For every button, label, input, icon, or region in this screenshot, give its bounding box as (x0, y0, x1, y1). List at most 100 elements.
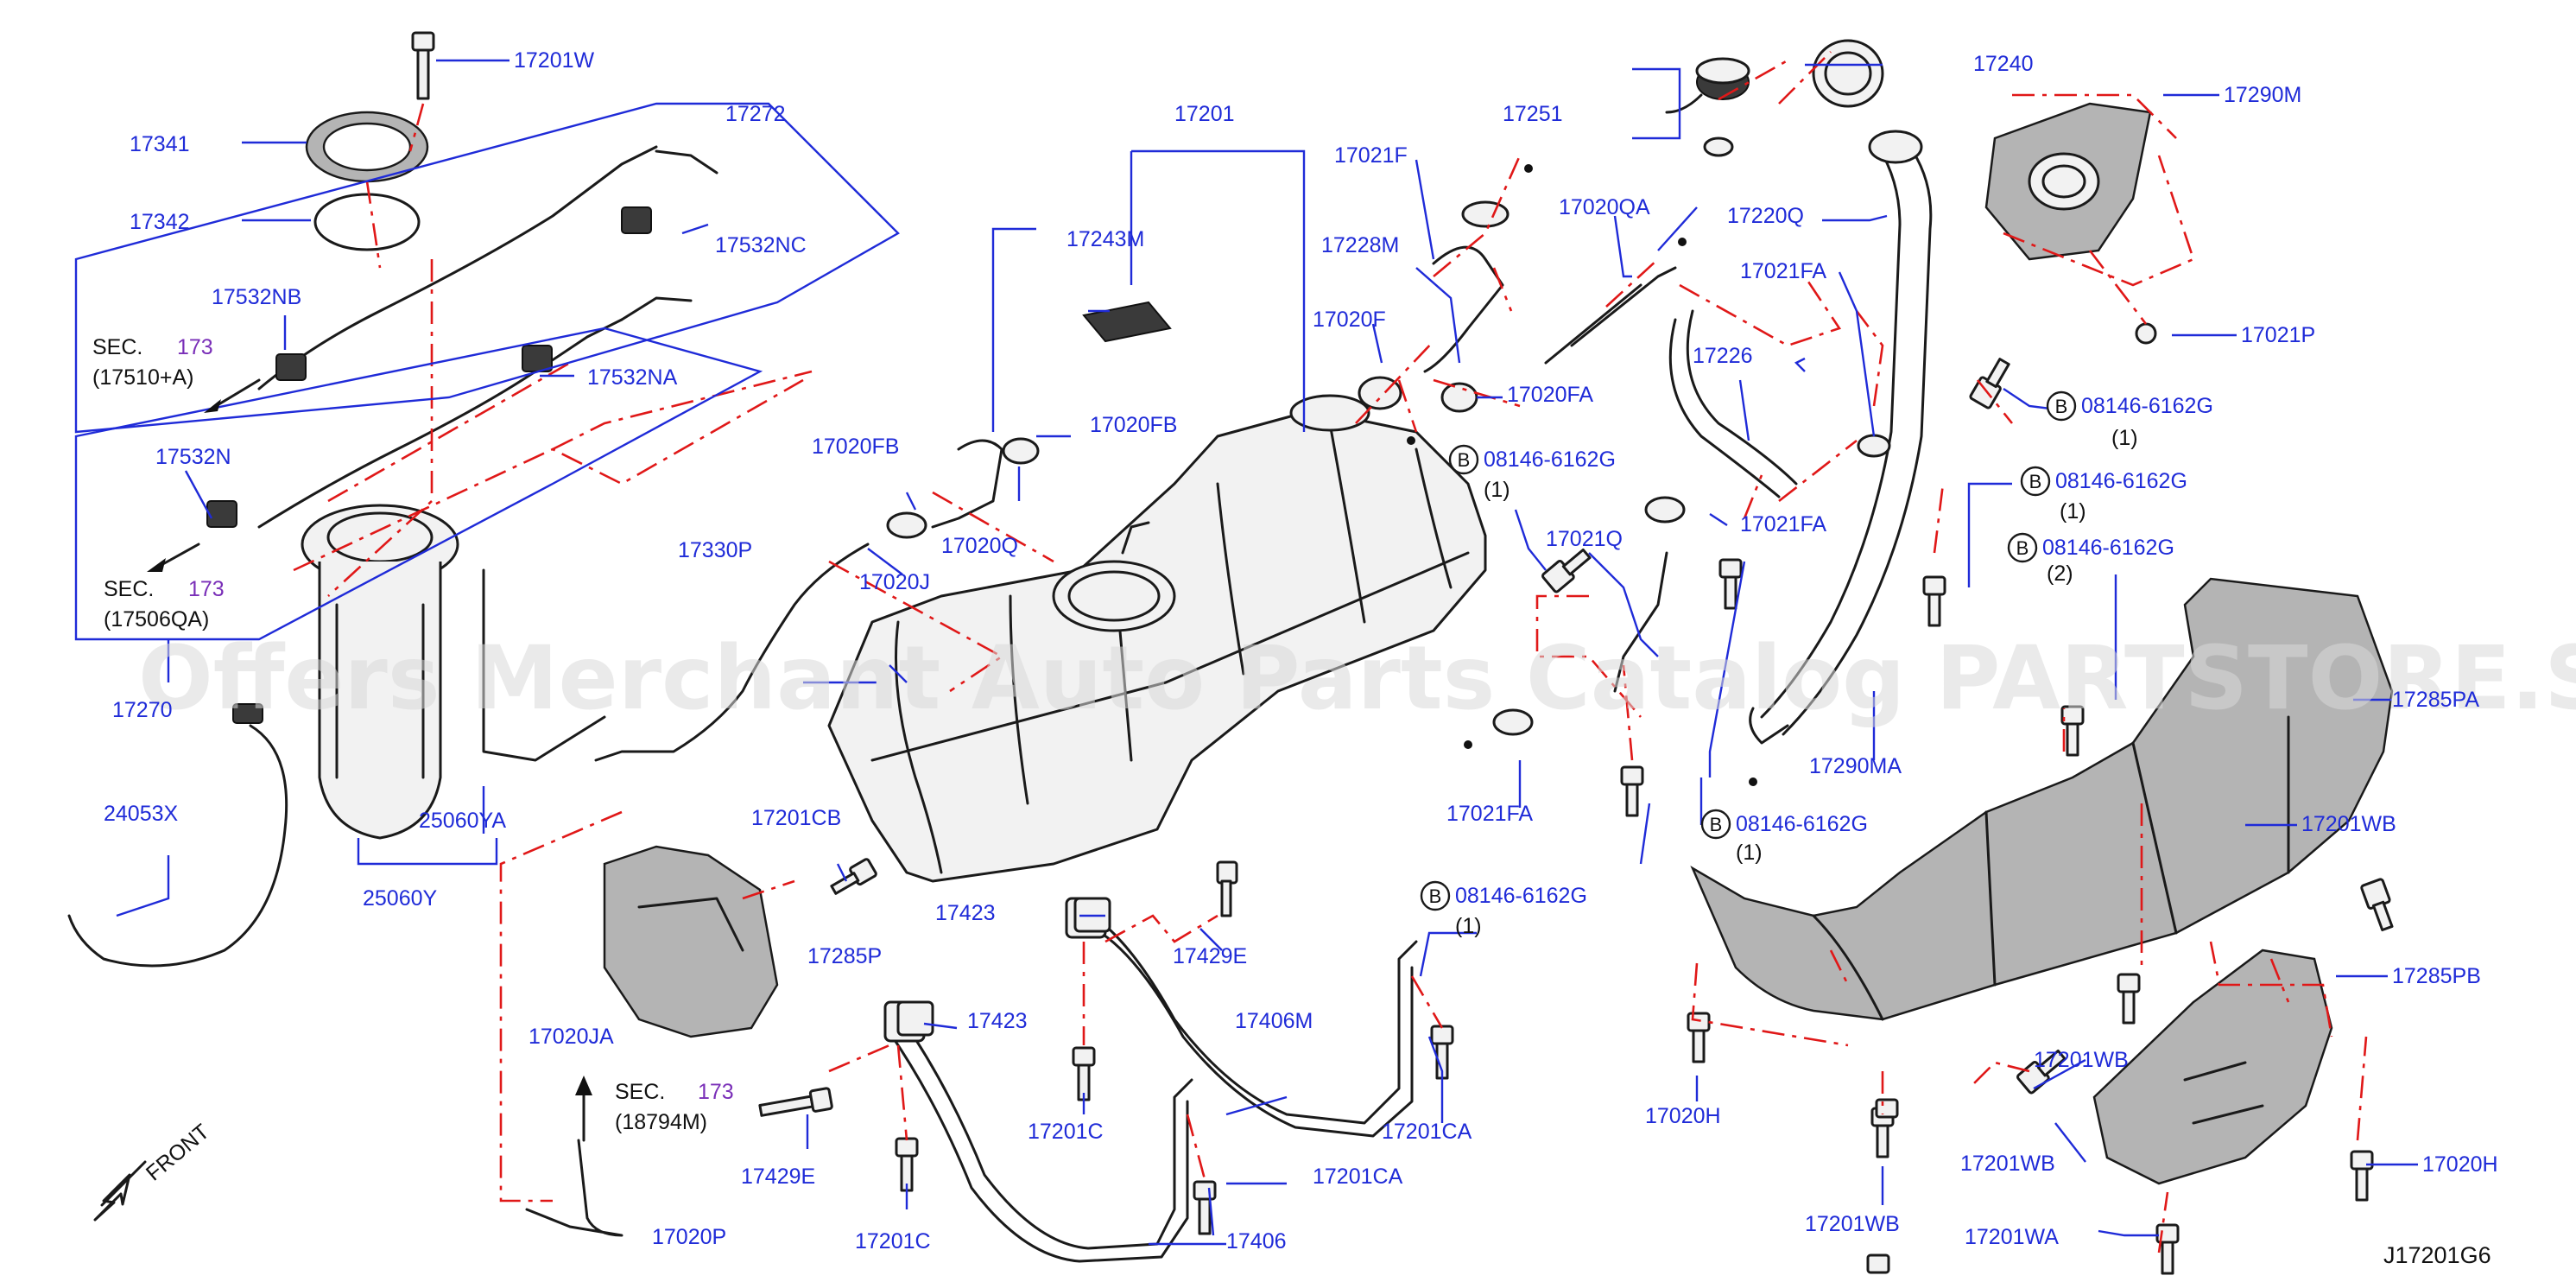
bolt-badges: B B B B B B (1420, 390, 2077, 911)
label-17020h-a: 17020H (1645, 1104, 1721, 1128)
label-08146-c: 08146-6162G (2081, 394, 2213, 418)
qty-08146-d: (1) (2060, 499, 2086, 524)
fuel-lid-box (1984, 102, 2157, 345)
hoses (931, 245, 1798, 693)
badge-b-1: B (1458, 449, 1471, 471)
small-protector (2092, 949, 2333, 1185)
bracket-17285p (603, 845, 779, 1038)
sec-number-1: 173 (177, 335, 213, 359)
label-17020ja: 17020JA (528, 1025, 614, 1049)
label-17201ca-b: 17201CA (1313, 1165, 1403, 1189)
sec-sub-1: (17510+A) (92, 365, 193, 390)
sec-sub-2: (17506QA) (104, 607, 209, 631)
label-17429e: 17429E (741, 1165, 815, 1189)
label-17020q: 17020Q (941, 534, 1018, 558)
parts-artwork (67, 31, 2394, 1275)
label-17272: 17272 (725, 102, 786, 126)
label-08146-f: 08146-6162G (1736, 812, 1868, 836)
label-17270: 17270 (112, 698, 173, 722)
vapor-line-17330p (594, 543, 870, 762)
label-17020qa: 17020QA (1559, 195, 1650, 219)
label-08146-a: 08146-6162G (1484, 447, 1616, 472)
watermark: Offers Merchant Auto Parts Catalog PARTS… (138, 627, 2576, 730)
diagram-code: J17201G6 (2383, 1242, 2491, 1268)
qty-08146-b: (1) (1455, 914, 1482, 938)
sec-number-2: 173 (188, 577, 225, 601)
filler-neck (1749, 39, 1933, 745)
sec-prefix-1: SEC. (92, 335, 142, 359)
sec-sub-3: (18794M) (615, 1110, 707, 1134)
sec-prefix-3: SEC. (615, 1080, 665, 1104)
label-17021q: 17021Q (1546, 527, 1623, 551)
label-08146-b: 08146-6162G (1455, 884, 1587, 908)
fuel-tank (827, 394, 1487, 883)
label-17201wa: 17201WA (1965, 1225, 2059, 1249)
harness-24053x (67, 703, 288, 968)
label-08146-d: 08146-6162G (2055, 469, 2187, 493)
group-brackets (74, 67, 1681, 977)
label-17532nc: 17532NC (715, 233, 807, 257)
label-17285pb: 17285PB (2392, 964, 2481, 988)
label-17020fb-a: 17020FB (812, 435, 899, 459)
label-17201cb: 17201CB (751, 806, 841, 830)
label-17240: 17240 (1973, 52, 2034, 76)
label-08146-e: 08146-6162G (2042, 536, 2174, 560)
reference-lines (293, 51, 2368, 1253)
label-17201wb-b: 17201WB (2034, 1048, 2129, 1072)
label-17406m: 17406M (1235, 1009, 1313, 1033)
label-17201wb-a: 17201WB (2301, 812, 2396, 836)
label-17285pa: 17285PA (2392, 688, 2479, 712)
label-17290m: 17290M (2224, 83, 2301, 107)
badge-b-3: B (2055, 396, 2068, 417)
label-17406: 17406 (1226, 1229, 1287, 1253)
label-17021f: 17021F (1334, 143, 1408, 168)
qty-08146-e: (2) (2047, 562, 2073, 586)
label-17423-a: 17423 (935, 901, 996, 925)
label-17342: 17342 (130, 210, 190, 234)
qty-08146-c: (1) (2111, 426, 2138, 450)
badge-b-4: B (2029, 471, 2042, 492)
label-17020j: 17020J (859, 570, 930, 594)
label-17020f: 17020F (1313, 308, 1386, 332)
label-17423-b: 17423 (967, 1009, 1028, 1033)
label-25060y: 25060Y (363, 886, 438, 911)
label-17021fa-c: 17021FA (1740, 259, 1826, 283)
marker-dots (1407, 164, 1757, 786)
label-17201wb-c: 17201WB (1960, 1152, 2055, 1176)
label-17226: 17226 (1693, 344, 1753, 368)
sec-reference-1: SEC. 173 (17510+A) (92, 335, 261, 413)
tank-protector (1690, 577, 2394, 1021)
label-17201c-a: 17201C (1028, 1120, 1104, 1144)
front-label: FRONT (142, 1120, 214, 1186)
part-labels: 17201W 17341 17342 17272 17532NC 17532NB… (104, 48, 2498, 1253)
label-17020h-b: 17020H (2422, 1152, 2498, 1177)
label-17228m: 17228M (1321, 233, 1399, 257)
label-17201w: 17201W (514, 48, 595, 73)
label-17532na: 17532NA (587, 365, 678, 390)
label-17201wb-d: 17201WB (1805, 1212, 1900, 1236)
qty-08146-f: (1) (1736, 841, 1763, 865)
badge-b-5: B (2016, 537, 2029, 559)
qty-08146-a: (1) (1484, 478, 1510, 502)
fuel-lines (206, 145, 718, 529)
label-17341: 17341 (130, 132, 190, 156)
sec-reference-3: SEC. 173 (18794M) (575, 1076, 734, 1142)
label-17201ca-a: 17201CA (1382, 1120, 1472, 1144)
sec-number-3: 173 (698, 1080, 734, 1104)
fuel-pump-assembly (301, 504, 606, 840)
pump-gaskets (305, 111, 429, 251)
sec-reference-2: SEC. 173 (17506QA) (104, 543, 225, 631)
label-17290ma: 17290MA (1809, 754, 1902, 778)
label-17330p: 17330P (678, 538, 752, 562)
label-17021fa-b: 17021FA (1740, 512, 1826, 536)
sec-prefix-2: SEC. (104, 577, 154, 601)
bolts (411, 31, 2394, 1275)
label-17020fb-b: 17020FB (1090, 413, 1177, 437)
label-17243m: 17243M (1066, 227, 1144, 251)
label-17020p: 17020P (652, 1225, 726, 1249)
label-17201: 17201 (1174, 102, 1235, 126)
label-25060ya: 25060YA (419, 809, 506, 833)
front-arrow: FRONT (93, 1120, 214, 1222)
hose-17020p (525, 1139, 623, 1237)
